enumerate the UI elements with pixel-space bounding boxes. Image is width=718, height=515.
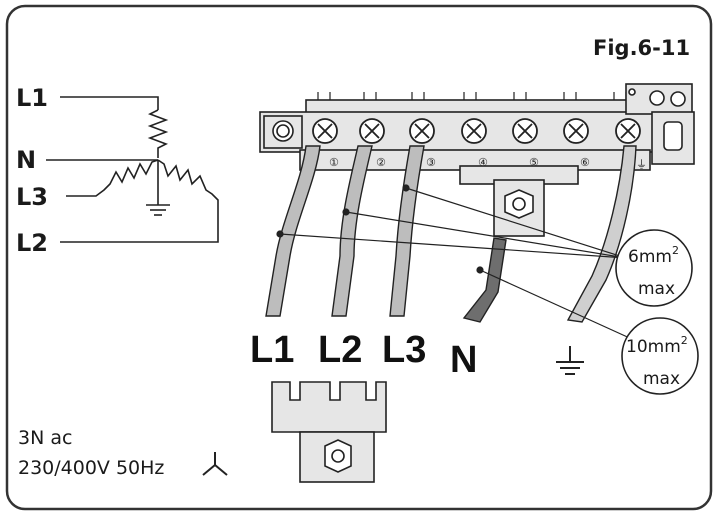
screw-earth [615, 118, 641, 144]
schematic-wire-l1 [60, 96, 159, 110]
screw-6 [563, 118, 589, 144]
schematic-label-l2: L2 [16, 229, 48, 257]
screw-4 [461, 118, 487, 144]
callout-6mm-sup: 2 [672, 244, 679, 257]
schematic-label-n: N [16, 146, 36, 174]
callout-10mm-sup: 2 [681, 334, 688, 347]
screw-3 [409, 118, 435, 144]
wire-l1 [265, 145, 321, 317]
wires [265, 145, 637, 323]
callout-leaders [276, 184, 635, 341]
terminal-number-4: ④ [478, 156, 488, 169]
star-connection-icon [202, 452, 228, 476]
supply-line-1: 3N ac [18, 427, 72, 449]
screw-2 [359, 118, 385, 144]
supply-line-2: 230/400V 50Hz [18, 457, 164, 479]
terminal-number-3: ③ [426, 156, 436, 169]
schematic-coil-l1 [147, 109, 169, 158]
svg-text:10mm2: 10mm2 [626, 334, 688, 357]
wire-label-l1: L1 [250, 329, 294, 371]
terminal-block [259, 83, 695, 237]
wire-label-l2: L2 [318, 329, 362, 371]
earth-symbol [556, 346, 584, 375]
wire-label-n: N [450, 339, 477, 381]
callout-10mm-size: 10mm [626, 337, 681, 357]
terminal-screws [312, 118, 641, 144]
schematic-coil-l2 [60, 159, 219, 243]
bridge-jumper [271, 381, 387, 483]
wire-l3 [389, 145, 425, 317]
wire-l2 [331, 145, 373, 317]
screw-1 [312, 118, 338, 144]
schematic-label-l1: L1 [16, 84, 48, 112]
callout-10mm-suffix: max [643, 369, 680, 389]
terminal-earth-mark: ⏚ [636, 158, 647, 171]
terminal-number-5: ⑤ [529, 156, 539, 169]
terminal-number-6: ⑥ [580, 156, 590, 169]
schematic-label-l3: L3 [16, 183, 48, 211]
callout-6mm-size: 6mm [628, 247, 672, 267]
wire-n [462, 237, 507, 323]
star-schematic [46, 96, 219, 243]
screw-5 [512, 118, 538, 144]
schematic-coil-l3 [66, 159, 159, 197]
wire-earth [566, 145, 637, 323]
terminal-number-1: ① [329, 156, 339, 169]
callout-6mm-suffix: max [638, 279, 675, 299]
terminal-number-2: ② [376, 156, 386, 169]
callout-10mm: 10mm2 max [621, 317, 699, 395]
svg-text:6mm2: 6mm2 [628, 244, 679, 267]
wire-label-l3: L3 [382, 329, 426, 371]
callout-6mm: 6mm2 max [615, 229, 693, 307]
figure-label: Fig.6-11 [593, 36, 690, 60]
